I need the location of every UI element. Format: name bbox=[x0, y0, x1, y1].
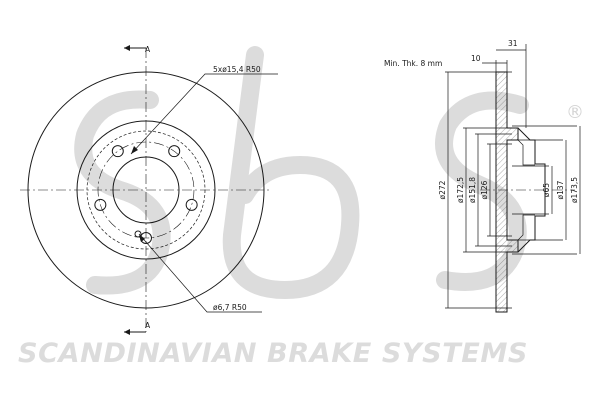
center-bore bbox=[112, 156, 180, 224]
sbs-watermark-logo: ® bbox=[74, 46, 584, 300]
bolt-circle bbox=[97, 141, 195, 239]
pin-hole bbox=[134, 230, 142, 238]
diameter-dim-label: ø151,8 bbox=[468, 177, 477, 203]
bolt-callout-leader bbox=[130, 73, 278, 155]
pin-callout-leader bbox=[138, 233, 262, 313]
min-thickness-note: Min. Thk. 8 mm bbox=[384, 59, 442, 68]
bolt-hole bbox=[168, 145, 181, 158]
dim-height: 31 bbox=[508, 39, 518, 48]
hat-inner-outline bbox=[517, 139, 535, 241]
section-marker-top-arrow bbox=[124, 45, 130, 51]
dim-thickness: 10 bbox=[471, 54, 481, 63]
hub-hidden-edge bbox=[86, 130, 206, 250]
section-marker-bottom-arrow bbox=[124, 329, 130, 335]
bolt-hole bbox=[185, 198, 198, 211]
diameter-dim-label: ø172,5 bbox=[456, 177, 465, 203]
front-view: A A 5xø15,4 R50 ø6,7 R50 bbox=[20, 45, 278, 335]
diameter-dim-label: ø272 bbox=[438, 180, 447, 199]
diameter-dim-label: ø126 bbox=[480, 180, 489, 199]
diameter-dim-label: ø65 bbox=[542, 183, 551, 197]
bolt-hole bbox=[94, 198, 107, 211]
disc-outer-edge bbox=[27, 71, 265, 309]
pin-callout-arrow bbox=[139, 234, 145, 242]
bolt-callout: 5xø15,4 R50 bbox=[213, 65, 261, 74]
diameter-dim-label: ø137 bbox=[556, 180, 565, 199]
bolt-callout-arrow bbox=[131, 146, 138, 154]
bolt-holes bbox=[94, 145, 198, 244]
diameter-dims-right: ø65 ø137 ø173,5 bbox=[512, 125, 581, 255]
registered-mark: ® bbox=[566, 102, 584, 123]
section-marker-bottom: A bbox=[145, 321, 151, 330]
bolt-hole bbox=[111, 145, 124, 158]
diameter-dim-label: ø173,5 bbox=[570, 177, 579, 203]
hub-outer-edge bbox=[76, 120, 216, 260]
watermark-tagline: SCANDINAVIAN BRAKE SYSTEMS bbox=[18, 338, 528, 369]
pin-callout: ø6,7 R50 bbox=[213, 303, 247, 312]
section-marker-top: A bbox=[145, 45, 151, 54]
